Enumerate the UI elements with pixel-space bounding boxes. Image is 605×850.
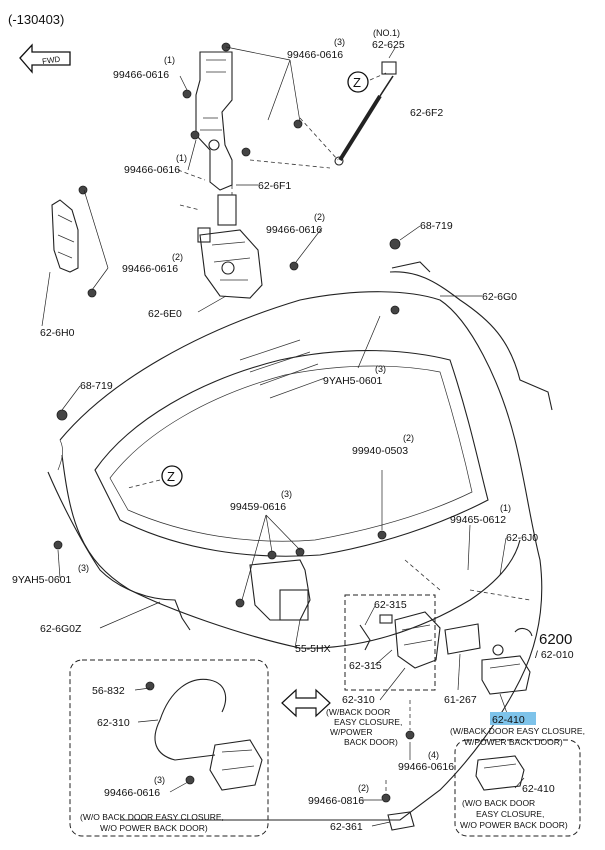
label-qty: (1) xyxy=(500,503,511,513)
striker-part xyxy=(387,811,415,831)
label-qty: (2) xyxy=(358,783,369,793)
label-62-315: 62-315 xyxy=(374,599,407,611)
bolt-icon xyxy=(381,793,391,803)
label-qty: (3) xyxy=(154,775,165,785)
wiper-motor-assembly xyxy=(195,51,263,299)
svg-text:FWD: FWD xyxy=(42,55,62,66)
label-62-625-note: (NO.1) xyxy=(373,28,400,38)
label-99466-0616: 99466-0616 xyxy=(266,224,322,236)
lock-assembly-part xyxy=(344,594,441,691)
label-62-6j0: 62-6J0 xyxy=(506,532,538,544)
washer-hose-part xyxy=(389,238,553,411)
inset-frame-left xyxy=(69,659,269,837)
label-62-010: / 62-010 xyxy=(535,649,574,661)
label-99466-0816: 99466-0816 xyxy=(308,795,364,807)
bolt-icon xyxy=(78,42,303,298)
label-62-6h0: 62-6H0 xyxy=(40,327,75,339)
clip-icon xyxy=(377,530,387,540)
emblem-part xyxy=(514,627,533,637)
back-door-panel xyxy=(57,291,543,821)
label-99940-0503: 99940-0503 xyxy=(352,445,408,457)
label-62-310: 62-310 xyxy=(97,717,130,729)
note-text: (W/BACK DOOR EASY CLOSURE, xyxy=(450,726,585,736)
svg-text:Z: Z xyxy=(167,469,175,484)
note-text: EASY CLOSURE, xyxy=(334,717,402,727)
bracket-part xyxy=(51,199,79,273)
svg-text:Z: Z xyxy=(353,75,361,90)
label-62-361: 62-361 xyxy=(330,821,363,833)
label-62-410: 62-410 xyxy=(522,783,555,795)
serial-range: (-130403) xyxy=(8,12,64,27)
label-99459-0616: 99459-0616 xyxy=(230,501,286,513)
label-55-5hx: 55-5HX xyxy=(295,643,331,655)
label-62-6g0z: 62-6G0Z xyxy=(40,623,82,635)
label-56-832: 56-832 xyxy=(92,685,125,697)
label-6200: 6200 xyxy=(539,631,572,648)
label-qty: (3) xyxy=(375,364,386,374)
label-62-6e0: 62-6E0 xyxy=(148,308,182,320)
handle-part xyxy=(481,644,531,695)
label-qty: (3) xyxy=(78,563,89,573)
note-text: W/O POWER BACK DOOR) xyxy=(460,820,568,830)
z-reference-icon: Z xyxy=(161,465,183,487)
gas-strut-part xyxy=(334,47,397,166)
label-62-315: 62-315 xyxy=(349,660,382,672)
label-99466-0616: 99466-0616 xyxy=(287,49,343,61)
label-qty: (1) xyxy=(176,153,187,163)
bolt-icon xyxy=(405,730,415,740)
label-9yah5-0601: 9YAH5-0601 xyxy=(323,375,383,387)
highlight-box xyxy=(490,712,536,725)
label-99465-0612: 99465-0612 xyxy=(450,514,506,526)
leader-lines xyxy=(41,46,525,827)
label-99466-0616: 99466-0616 xyxy=(398,761,454,773)
label-qty: (2) xyxy=(172,252,183,262)
label-99466-0616: 99466-0616 xyxy=(113,69,169,81)
label-62-410-highlighted: 62-410 xyxy=(492,714,525,726)
note-text: (W/BACK DOOR xyxy=(326,707,390,717)
label-qty: (3) xyxy=(281,489,292,499)
note-text: (W/O BACK DOOR xyxy=(462,798,535,808)
handle-alt-part xyxy=(475,755,525,791)
label-99466-0616: 99466-0616 xyxy=(124,164,180,176)
note-text: W/POWER xyxy=(330,727,373,737)
label-qty: (2) xyxy=(403,433,414,443)
seal-plate-part xyxy=(444,623,481,655)
label-qty: (3) xyxy=(334,37,345,47)
label-qty: (4) xyxy=(428,750,439,760)
label-62-310: 62-310 xyxy=(342,694,375,706)
license-bracket-part xyxy=(235,547,311,621)
label-62-6f2: 62-6F2 xyxy=(410,107,443,119)
fwd-arrow-icon: FWD xyxy=(19,43,71,74)
inset-note: W/O POWER BACK DOOR) xyxy=(100,823,208,833)
label-68-719: 68-719 xyxy=(420,220,453,232)
lock-cable-part xyxy=(145,678,263,791)
label-qty: (1) xyxy=(164,55,175,65)
label-9yah5-0601: 9YAH5-0601 xyxy=(12,574,72,586)
note-text: EASY CLOSURE, xyxy=(476,809,544,819)
label-99466-0616: 99466-0616 xyxy=(122,263,178,275)
inset-frame-right xyxy=(454,739,581,837)
label-qty: (2) xyxy=(314,212,325,222)
label-61-267: 61-267 xyxy=(444,694,477,706)
label-62-6g0: 62-6G0 xyxy=(482,291,517,303)
label-68-719: 68-719 xyxy=(80,380,113,392)
label-62-625: 62-625 xyxy=(372,39,405,51)
double-arrow-icon xyxy=(281,688,331,718)
inset-note: (W/O BACK DOOR EASY CLOSURE, xyxy=(80,812,224,822)
label-99466-0616: 99466-0616 xyxy=(104,787,160,799)
note-text: BACK DOOR) xyxy=(344,737,398,747)
washer-hose-left-part xyxy=(47,409,191,631)
z-reference-icon: Z xyxy=(347,71,369,93)
note-text: W/POWER BACK DOOR) xyxy=(464,737,563,747)
label-62-6f1: 62-6F1 xyxy=(258,180,291,192)
